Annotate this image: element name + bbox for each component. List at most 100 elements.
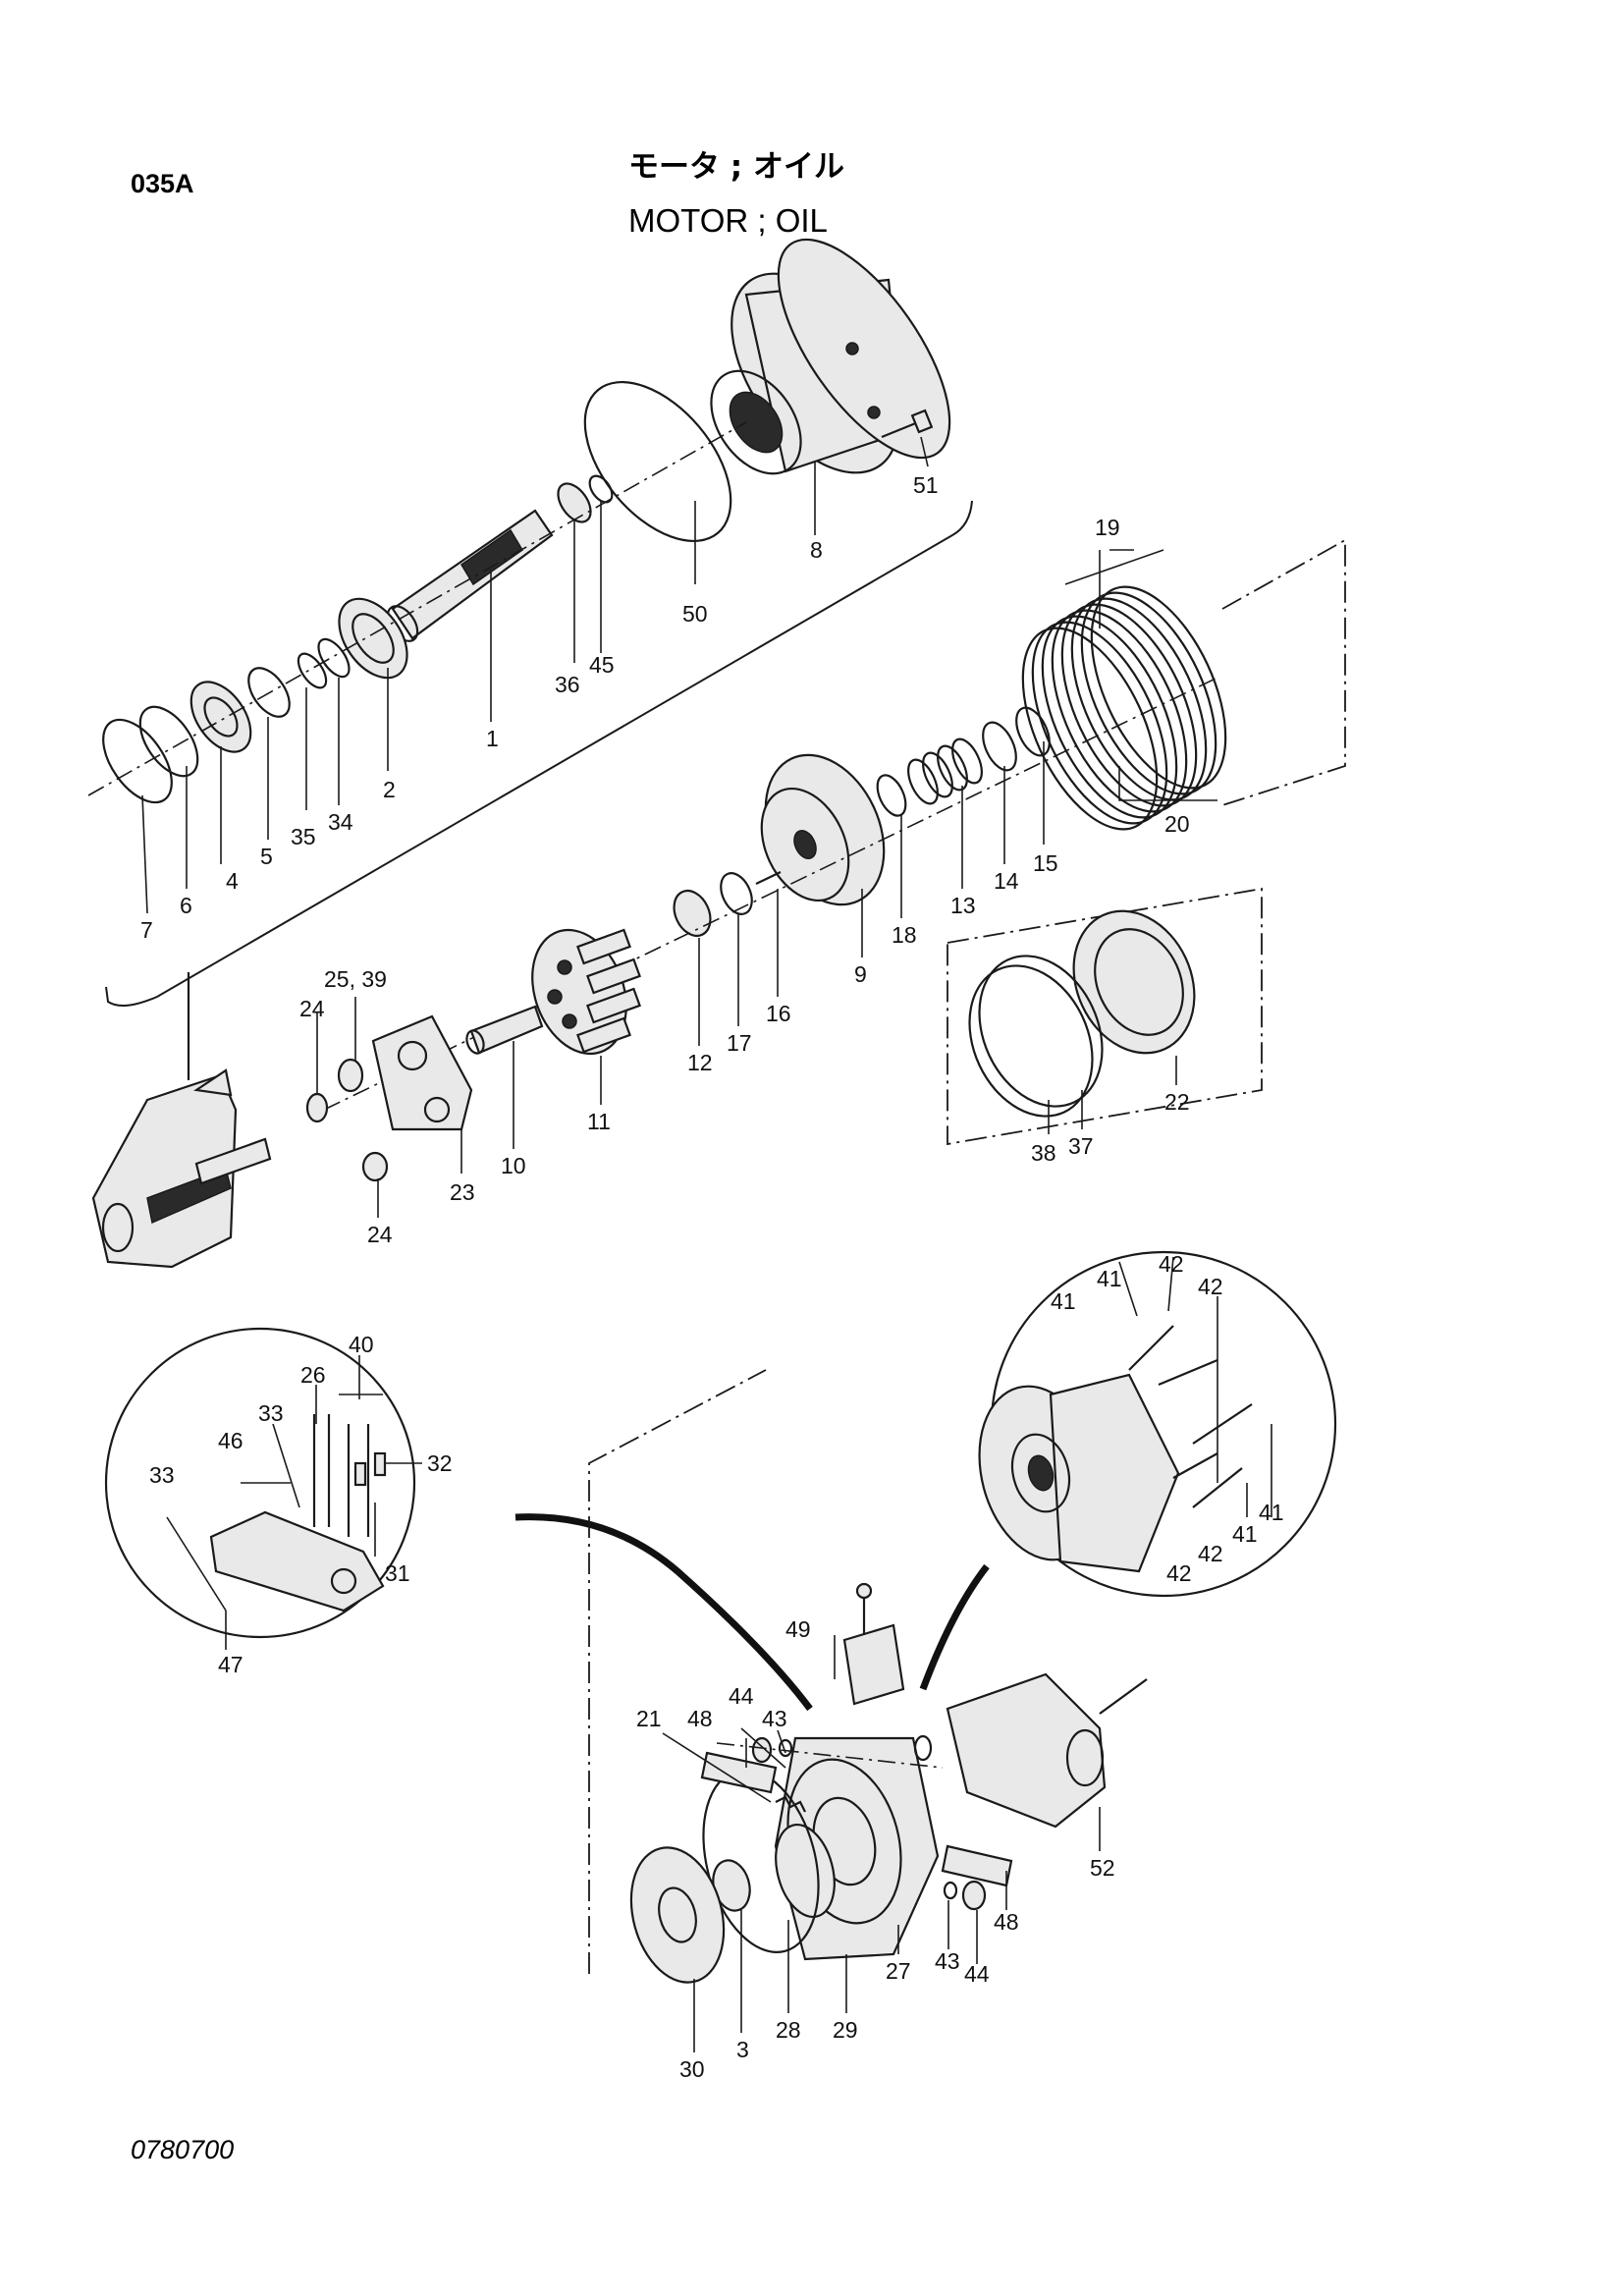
center-axis-upper: [87, 421, 747, 796]
callout-25-39: 25, 39: [324, 966, 387, 992]
piston-part-25-39: [337, 1058, 364, 1093]
callout-21: 21: [636, 1706, 662, 1731]
ring-part-5: [247, 667, 291, 718]
callout-30: 30: [679, 2056, 705, 2082]
brake-group-frame: [1221, 538, 1346, 806]
ring-part-37: [978, 955, 1104, 1108]
pin-part-16: [755, 871, 782, 885]
spring-part-13: [907, 738, 983, 805]
callout-31: 31: [385, 1560, 410, 1586]
plug-part-44-right: [961, 1880, 987, 1911]
callout-36: 36: [555, 672, 580, 697]
detail-valve-body: [209, 1414, 387, 1613]
callout-42-bottom: 42: [1198, 1541, 1223, 1566]
callout-14: 14: [994, 868, 1019, 894]
ring-part-38: [968, 964, 1094, 1118]
callout-16: 16: [766, 1001, 791, 1026]
callout-2: 2: [383, 777, 396, 802]
callout-43-right: 43: [935, 1948, 960, 1974]
callout-43-left: 43: [762, 1706, 787, 1731]
callout-15: 15: [1033, 850, 1058, 876]
sheet-code: 035A: [131, 169, 194, 198]
ring-part-14: [982, 721, 1017, 772]
callout-13: 13: [950, 893, 976, 918]
callout-28: 28: [776, 2017, 801, 2043]
callout-51: 51: [913, 472, 939, 498]
detail-bolts-41-42: [1128, 1325, 1253, 1508]
snap-ring-part-35: [297, 652, 328, 689]
callout-9: 9: [854, 961, 867, 987]
spherical-bushing-part-12: [673, 889, 712, 938]
callout-3: 3: [736, 2037, 749, 2062]
callout-8: 8: [810, 537, 823, 563]
plug-part-44-left: [751, 1736, 773, 1764]
shaft-part-10: [465, 1005, 544, 1055]
cylinder-block-part-9: [760, 753, 886, 906]
center-axis-lower: [716, 1742, 944, 1769]
callout-49: 49: [785, 1616, 811, 1642]
detail-link-left: [514, 1513, 813, 1712]
callout-24-upper: 24: [299, 996, 325, 1021]
callout-42-top: 42: [1159, 1251, 1184, 1277]
bearing-part-2: [338, 597, 408, 680]
callout-labels: 51 8 50 45 36 1 2 34 35 5 4 6 7 19 20 15…: [140, 472, 1284, 2082]
shaft-part-1: [386, 509, 554, 642]
callout-18: 18: [892, 922, 917, 948]
housing-part-8: [710, 238, 951, 475]
callout-10: 10: [501, 1153, 526, 1178]
callout-42-mid: 42: [1198, 1274, 1223, 1299]
callout-20: 20: [1164, 811, 1190, 837]
ring-part-36: [557, 482, 592, 523]
callout-4: 4: [226, 868, 239, 894]
callout-33-upper: 33: [258, 1400, 284, 1426]
callout-1: 1: [486, 726, 499, 751]
callout-33-left: 33: [149, 1462, 175, 1488]
valve-block-part-49: [842, 1582, 905, 1706]
callout-47: 47: [218, 1652, 243, 1677]
ring-part-18: [876, 774, 907, 817]
callout-24-lower: 24: [367, 1222, 393, 1247]
callout-7: 7: [140, 917, 153, 943]
callout-5: 5: [260, 844, 273, 869]
callout-22: 22: [1164, 1089, 1190, 1115]
callout-32: 32: [427, 1450, 453, 1476]
title-japanese: モータ ; オイル: [628, 149, 844, 185]
o-ring-part-43-right: [943, 1881, 958, 1900]
leader-lines: [141, 436, 1272, 2052]
callout-26: 26: [300, 1362, 326, 1388]
brake-plates-part-19-20: [1021, 585, 1227, 831]
callout-41-mid: 41: [1051, 1288, 1076, 1314]
callout-41-right: 41: [1259, 1500, 1284, 1525]
ring-part-45: [588, 474, 614, 504]
callout-44-left: 44: [729, 1683, 754, 1709]
seal-group-frame: [947, 887, 1263, 1146]
callout-37: 37: [1068, 1133, 1094, 1159]
group-bracket-upper: [105, 500, 973, 1007]
callout-12: 12: [687, 1050, 713, 1075]
spring-part-21: [775, 1795, 806, 1813]
seal-ring-part-22: [1072, 909, 1196, 1055]
callout-50: 50: [682, 601, 708, 627]
callout-17: 17: [727, 1030, 752, 1056]
callout-40: 40: [349, 1332, 374, 1357]
callout-52: 52: [1090, 1855, 1115, 1881]
callout-27: 27: [886, 1958, 911, 1984]
callout-46: 46: [218, 1428, 243, 1453]
callout-6: 6: [180, 893, 192, 918]
piston-assembly-part-11: [531, 928, 641, 1056]
valve-part-48-left: [700, 1751, 778, 1794]
bolt-part-51: [881, 409, 934, 439]
seal-part-4: [189, 681, 252, 753]
valve-assembly-part-52: [913, 1672, 1148, 1829]
o-ring-part-50: [583, 380, 732, 543]
callout-35: 35: [291, 824, 316, 849]
plate-part-29: [775, 1823, 836, 1919]
callout-45: 45: [589, 652, 615, 678]
swash-plate-part-23: [371, 1014, 473, 1131]
title-english: MOTOR ; OIL: [628, 202, 828, 239]
bearing-part-30: [629, 1846, 726, 1984]
valve-part-48-right: [941, 1844, 1013, 1887]
piston-part-24-lower: [361, 1151, 389, 1182]
callout-23: 23: [450, 1179, 475, 1205]
